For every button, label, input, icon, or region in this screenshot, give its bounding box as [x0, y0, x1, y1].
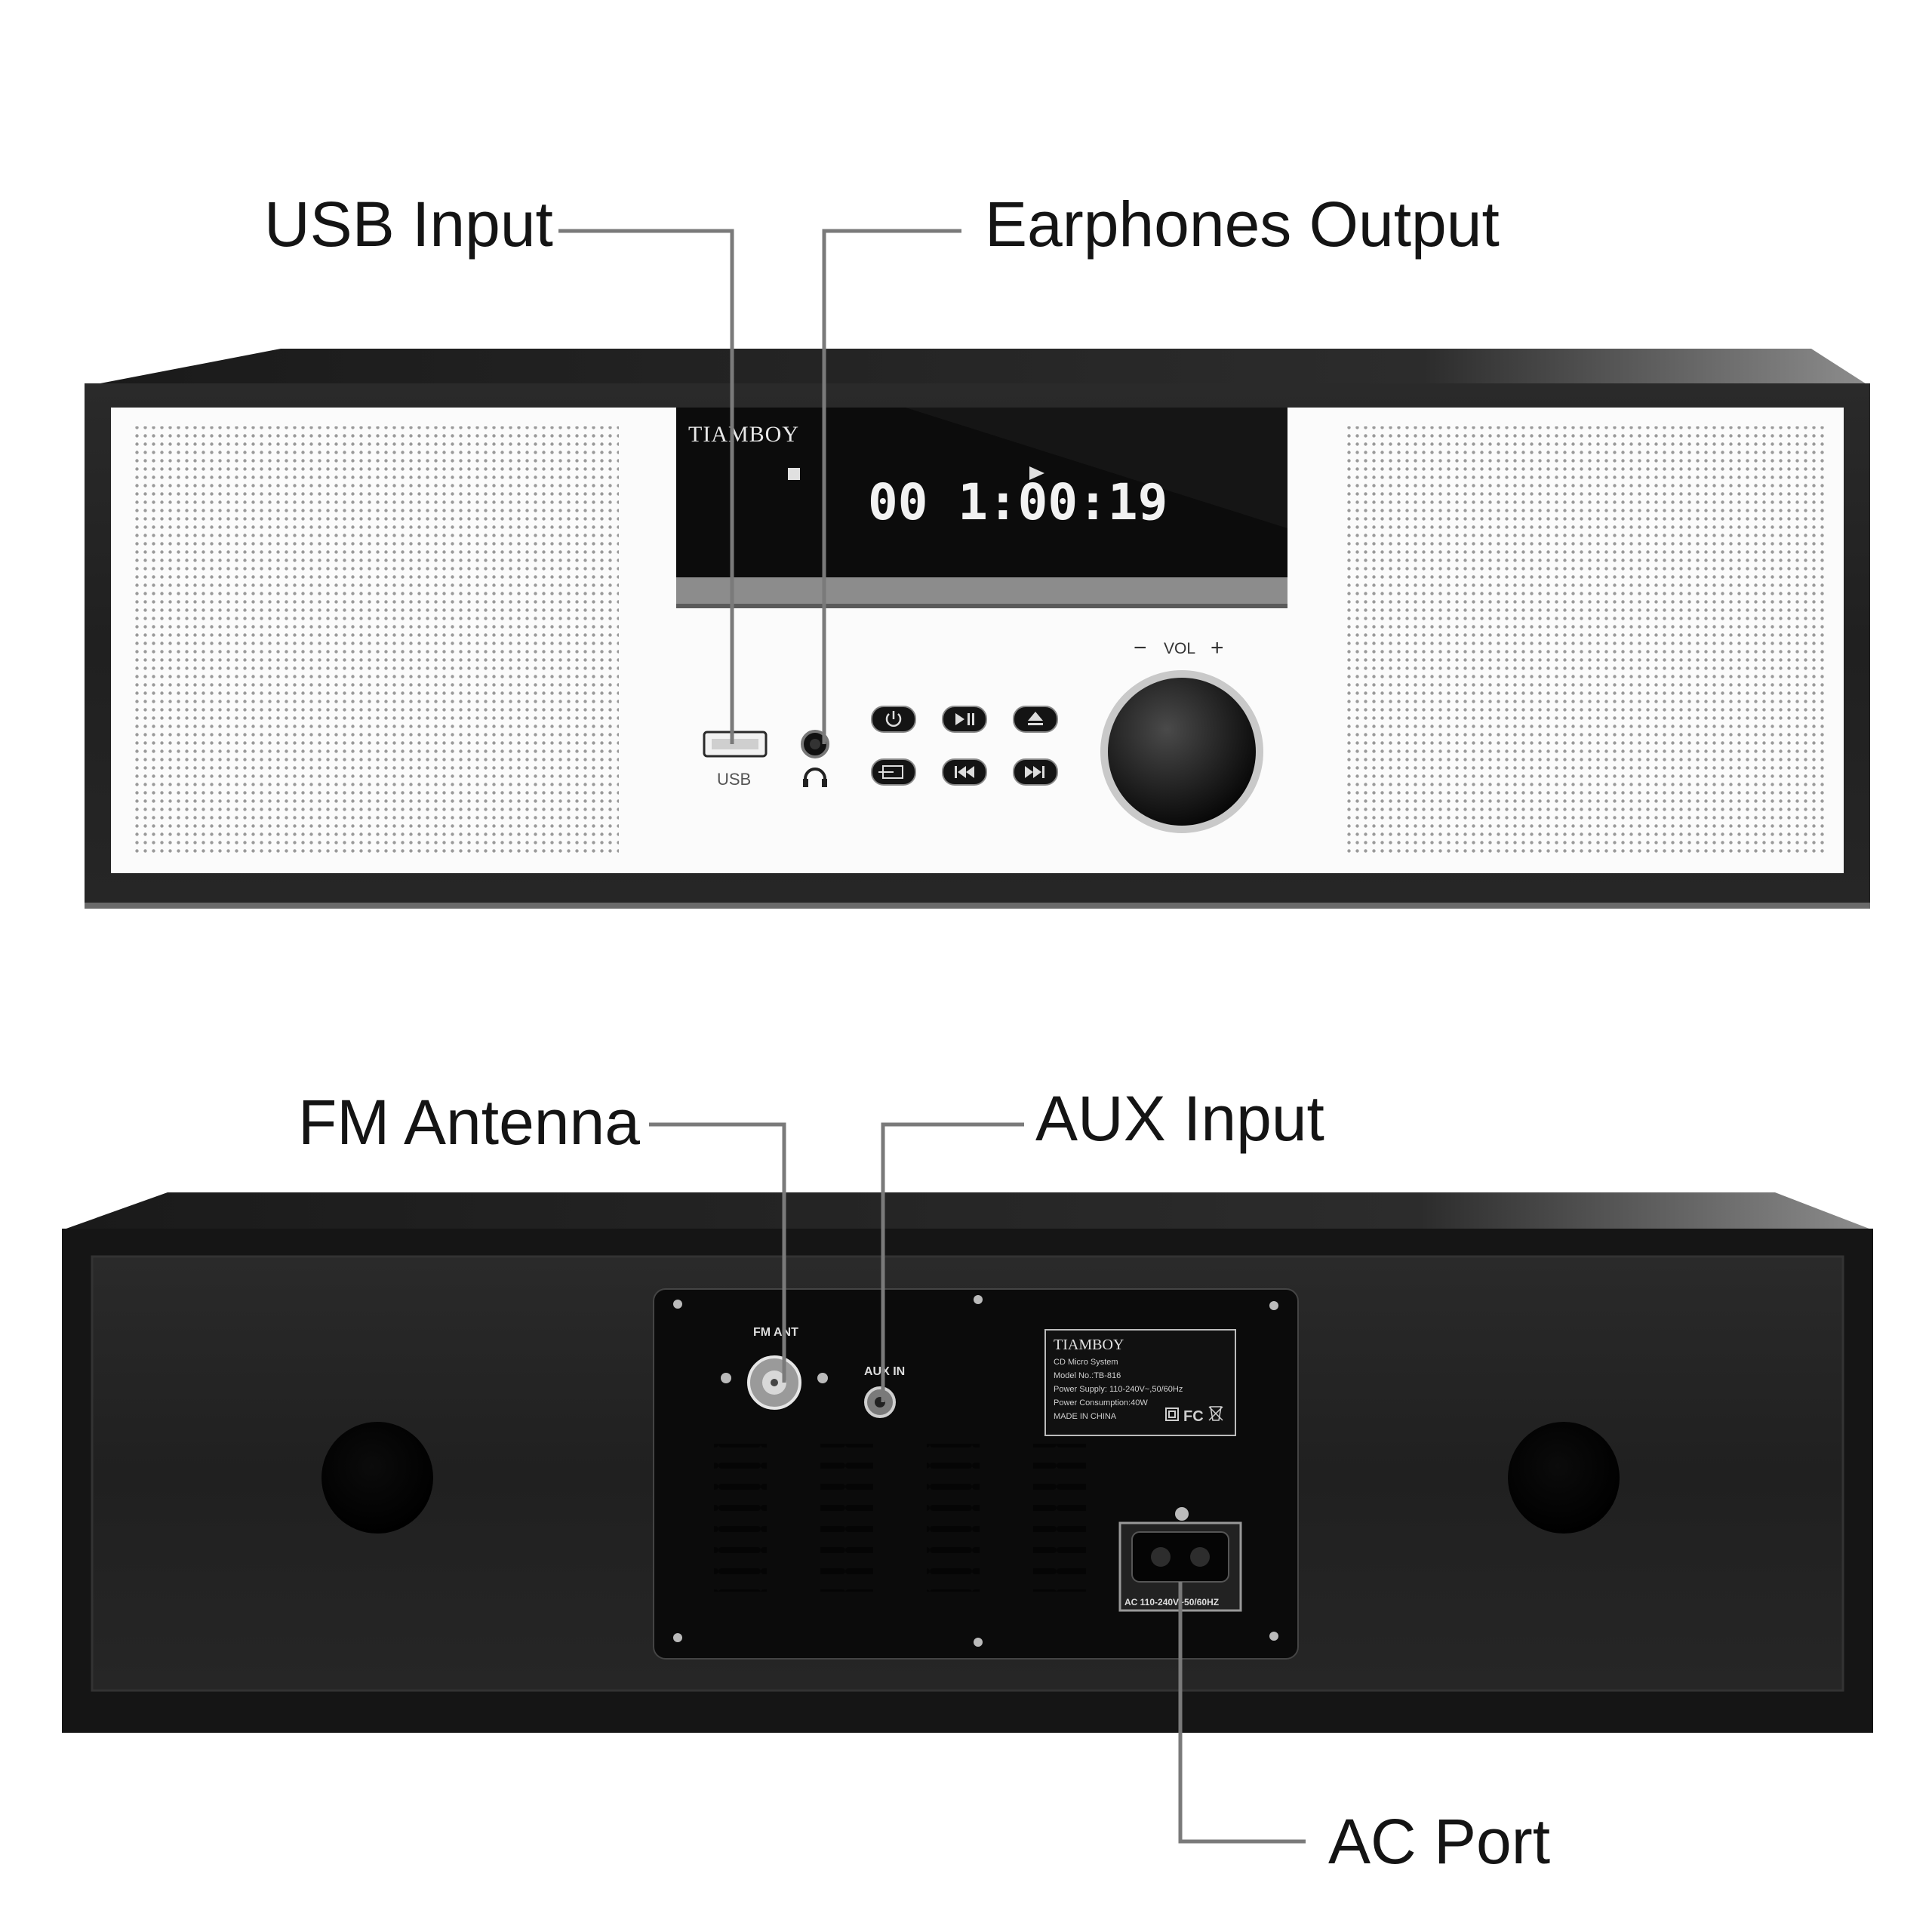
source-button[interactable]: [871, 758, 916, 786]
back-cabinet-top: [62, 1192, 1873, 1230]
usb-leader-line: [558, 229, 734, 744]
vent-slots: [820, 1444, 873, 1592]
previous-track-icon: [958, 766, 966, 778]
fm-antenna-label: FM ANT: [753, 1326, 798, 1339]
usb-input-callout: USB Input: [264, 189, 553, 260]
front-cabinet-top: [85, 349, 1870, 386]
vent-slots: [927, 1444, 980, 1592]
headphones-icon: [804, 768, 826, 786]
back-unit: FM ANT AUX IN TIAMBOY CD Micro System Mo…: [62, 1192, 1873, 1733]
front-unit: TIAMBOY 00 1:00:19 USB: [85, 349, 1870, 909]
volume-minus-label: −: [1134, 635, 1147, 660]
power-icon: [885, 713, 902, 727]
fm-antenna-callout: FM Antenna: [298, 1087, 640, 1158]
usb-port-label: USB: [717, 770, 751, 789]
ac-port-callout: AC Port: [1328, 1806, 1551, 1877]
right-bass-port: [1508, 1422, 1620, 1534]
fcc-mark: FC: [1183, 1408, 1204, 1425]
fm-antenna-leader-line: [649, 1122, 786, 1383]
volume-label: VOL: [1164, 640, 1195, 657]
volume-knob[interactable]: [1108, 678, 1256, 826]
rating-plate-line: CD Micro System: [1054, 1358, 1118, 1367]
usb-port[interactable]: [703, 731, 768, 758]
earphones-leader-line: [822, 229, 961, 744]
next-track-button[interactable]: [1013, 758, 1058, 786]
aux-input-callout: AUX Input: [1035, 1083, 1324, 1154]
previous-track-button[interactable]: [942, 758, 987, 786]
earphones-output-callout: Earphones Output: [985, 189, 1500, 260]
display-stop-indicator: [788, 468, 800, 480]
volume-plus-label: +: [1211, 635, 1224, 660]
power-button[interactable]: [871, 706, 916, 733]
vent-slots: [714, 1444, 767, 1592]
rating-plate-line: Power Consumption:40W: [1054, 1398, 1148, 1407]
rating-plate-line: MADE IN CHINA: [1054, 1412, 1117, 1421]
cd-tray-slot: [676, 577, 1287, 608]
next-track-icon: [1025, 766, 1033, 778]
play-pause-icon: [955, 713, 964, 725]
eject-icon: [1028, 712, 1043, 721]
eject-button[interactable]: [1013, 706, 1058, 733]
ac-port-label: AC 110-240V~50/60HZ: [1124, 1597, 1219, 1607]
double-insulation-mark: [1165, 1407, 1179, 1421]
rating-plate-line: Power Supply: 110-240V~,50/60Hz: [1054, 1385, 1183, 1394]
rating-plate-brand: TIAMBOY: [1054, 1337, 1124, 1353]
display-time-readout: 00 1:00:19: [868, 473, 1168, 531]
rating-plate: TIAMBOY CD Micro System Model No.:TB-816…: [1044, 1329, 1236, 1436]
display-play-indicator: [1029, 466, 1044, 480]
weee-bin-icon: [1208, 1406, 1223, 1421]
rating-plate-line: Model No.:TB-816: [1054, 1371, 1121, 1380]
vent-slots: [1033, 1444, 1086, 1592]
leader-lines: [558, 229, 1306, 1844]
left-speaker-grille: [134, 426, 619, 855]
right-speaker-grille: [1343, 426, 1828, 855]
play-pause-button[interactable]: [942, 706, 987, 733]
left-bass-port: [321, 1422, 433, 1534]
ac-power-inlet[interactable]: [1131, 1531, 1229, 1583]
front-brand-logo: TIAMBOY: [688, 422, 799, 447]
ac-port-leader-line: [1178, 1582, 1306, 1844]
aux-input-leader-line: [881, 1122, 1024, 1402]
